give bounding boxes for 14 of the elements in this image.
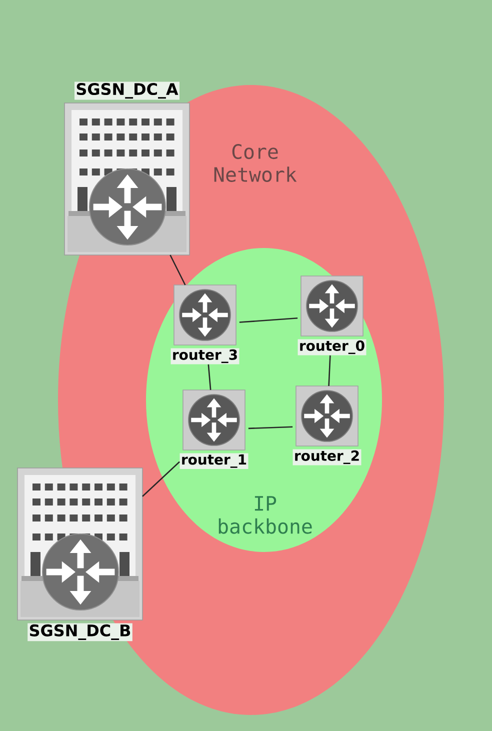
node-label: router_3 [170,348,240,364]
link-line [239,318,298,323]
zone-label: Core Network [214,144,297,182]
link-line [170,254,186,286]
node-label: router_1 [180,453,248,470]
link-line [248,426,293,430]
link-line [328,355,331,386]
zone-label: IP backbone [218,496,312,534]
node-label: SGSN_DC_A [74,82,180,100]
link-line [142,461,180,497]
link-line [208,364,212,390]
node-label: router_0 [298,339,366,356]
node-label: SGSN_DC_B [28,623,132,642]
node-label: router_2 [292,449,362,466]
